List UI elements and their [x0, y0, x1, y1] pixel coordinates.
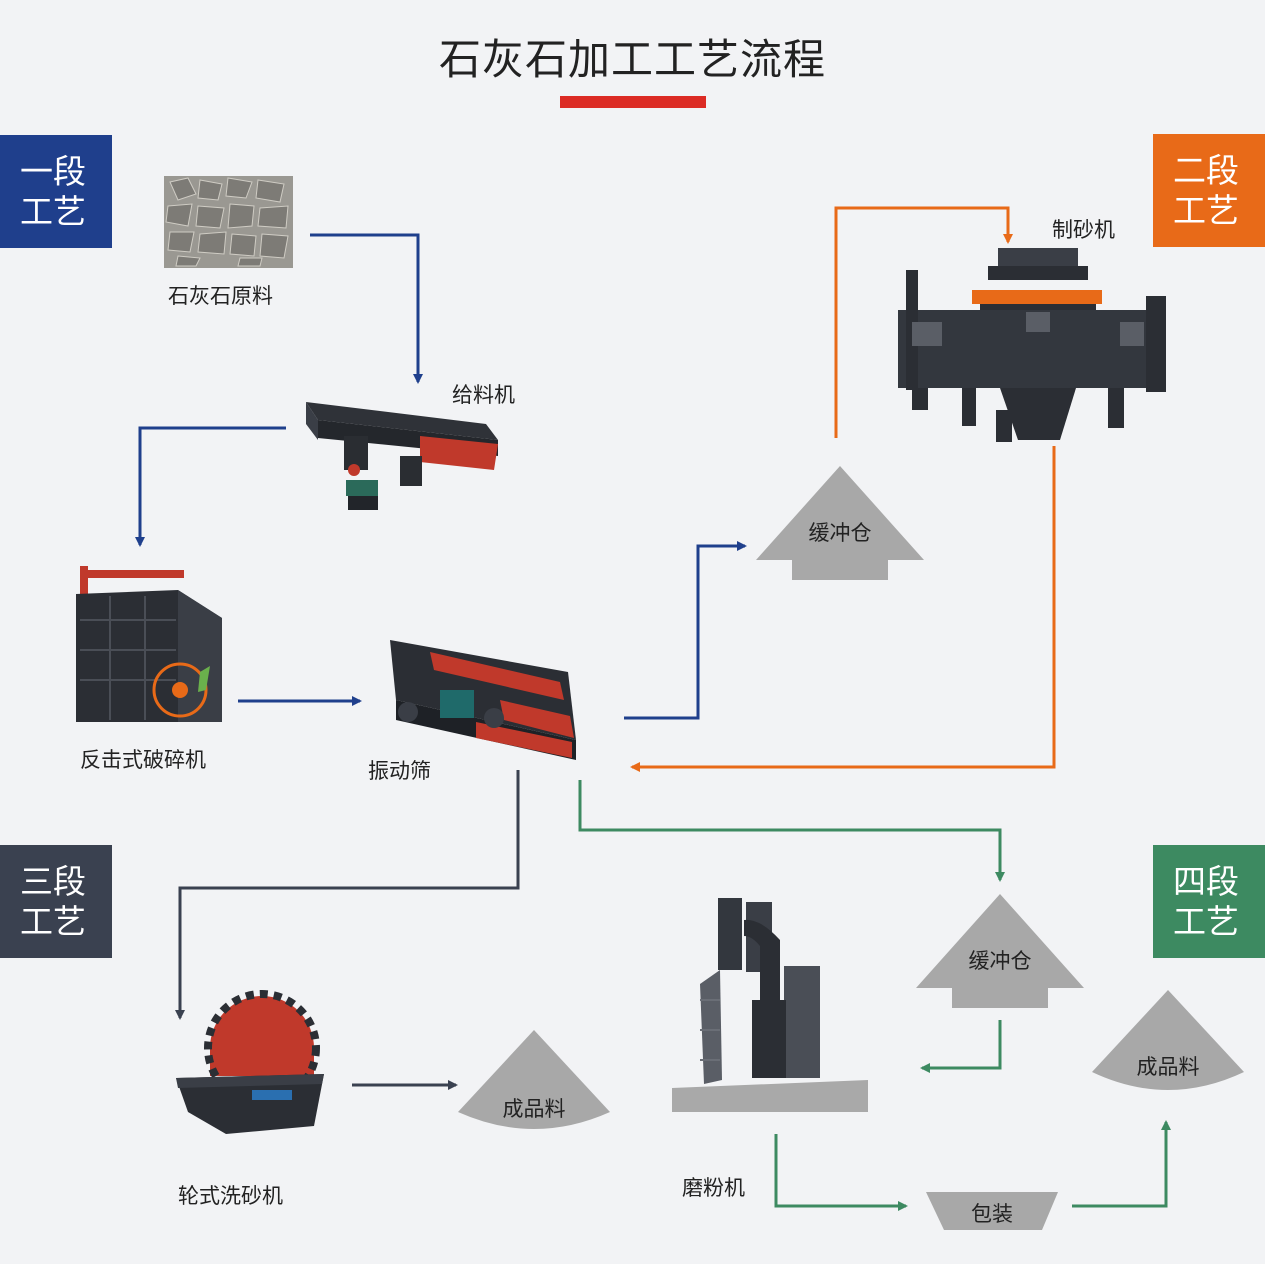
stage-badge-1: 一段 工艺	[0, 135, 112, 248]
limestone-image	[164, 176, 293, 268]
packaging-label: 包装	[971, 1202, 1013, 1226]
page-title: 石灰石加工工艺流程	[438, 35, 826, 84]
wheel-sand-washer-label: 轮式洗砂机	[178, 1184, 283, 1208]
stage-badge-4: 四段 工艺	[1153, 845, 1265, 958]
packaging-shape	[926, 1192, 1058, 1230]
stage-4-line1: 四段	[1173, 861, 1239, 901]
feeder-label: 给料机	[452, 383, 515, 407]
sand-maker-label: 制砂机	[1052, 218, 1115, 242]
stage-2-line1: 二段	[1173, 150, 1239, 190]
buffer-bin-1-label: 缓冲仓	[808, 521, 872, 545]
feeder-machine	[306, 402, 498, 510]
sand-maker-machine	[898, 248, 1166, 442]
title-underline	[560, 96, 706, 108]
grinding-mill-label: 磨粉机	[682, 1176, 745, 1200]
arrow-buffer-2-to-mill	[920, 1020, 1002, 1073]
stage-2-line2: 工艺	[1173, 190, 1239, 230]
arrow-packaging-to-product-2	[1072, 1120, 1171, 1208]
product-1-label: 成品料	[502, 1097, 566, 1121]
stage-badge-3: 三段 工艺	[0, 845, 112, 958]
wheel-sand-washer-machine	[176, 990, 324, 1134]
arrow-feeder-to-crusher	[135, 426, 286, 547]
arrow-raw-to-feeder	[310, 233, 423, 384]
stage-1-line1: 一段	[20, 151, 86, 191]
buffer-bin-2-shape	[916, 894, 1084, 1008]
arrow-screen-to-washer	[175, 770, 520, 1020]
product-pile-1-shape	[458, 1030, 610, 1129]
vibrating-screen-label: 振动筛	[368, 759, 431, 783]
stage-1-line2: 工艺	[20, 191, 86, 231]
raw-material-label: 石灰石原料	[168, 284, 273, 308]
arrow-buffer-1-to-sand-maker	[834, 206, 1013, 438]
stage-4-line2: 工艺	[1173, 901, 1239, 941]
arrow-mill-to-packaging	[774, 1134, 908, 1211]
grinding-mill-machine	[672, 898, 868, 1112]
product-2-label: 成品料	[1136, 1055, 1200, 1079]
vibrating-screen-machine	[390, 640, 576, 760]
stage-3-line1: 三段	[20, 861, 86, 901]
arrow-screen-to-buffer-1	[624, 541, 747, 720]
buffer-bin-1-shape	[756, 466, 924, 580]
impact-crusher-label: 反击式破碎机	[80, 748, 206, 772]
impact-crusher-machine	[76, 566, 222, 722]
arrow-sand-maker-to-screen	[630, 446, 1056, 772]
arrow-screen-to-buffer-2	[578, 780, 1005, 882]
product-pile-2-shape	[1092, 990, 1244, 1090]
stage-badge-2: 二段 工艺	[1153, 134, 1265, 247]
stage-3-line2: 工艺	[20, 901, 86, 941]
buffer-bin-2-label: 缓冲仓	[968, 949, 1032, 973]
